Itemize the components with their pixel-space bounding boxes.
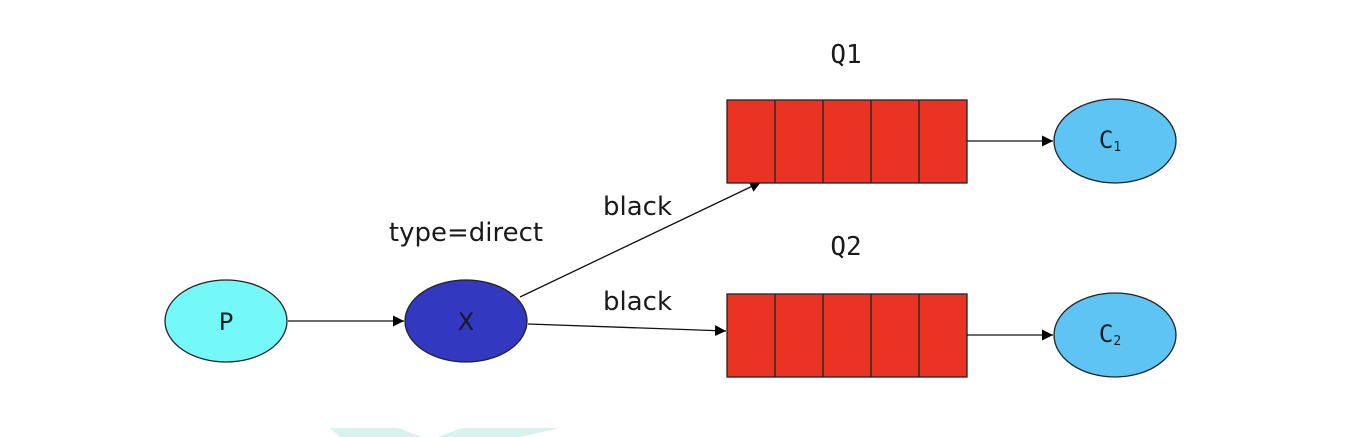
consumer-2-label-main: C: [1099, 320, 1113, 348]
queue-q2-body: [726, 293, 968, 378]
watermark-shape: [330, 428, 560, 437]
q2-name: Q2: [830, 232, 861, 262]
queue-q1-body: [726, 99, 968, 184]
consumer-2-subscript: 2: [1113, 334, 1121, 349]
consumer-1-label: C1: [1099, 126, 1121, 155]
producer-node: P: [164, 279, 288, 363]
consumer-2-node: C2: [1053, 292, 1177, 378]
exchange-label: X: [458, 308, 474, 336]
producer-label: P: [219, 308, 233, 336]
consumer-1-label-main: C: [1099, 126, 1113, 154]
exchange-node: X: [404, 279, 528, 363]
queue-q2: [726, 293, 968, 378]
exchange-to-q2-arrow: [527, 323, 727, 337]
q1-binding-label: black: [603, 192, 672, 222]
consumer-1-node: C1: [1053, 98, 1177, 184]
exchange-to-q1-arrow: [519, 181, 762, 298]
exchange-type-label: type=direct: [389, 218, 543, 248]
q2-binding-label: black: [603, 287, 672, 317]
queue-q1: [726, 99, 968, 184]
consumer-1-subscript: 1: [1113, 140, 1121, 155]
q1-name: Q1: [830, 40, 861, 70]
consumer-2-label: C2: [1099, 320, 1121, 349]
